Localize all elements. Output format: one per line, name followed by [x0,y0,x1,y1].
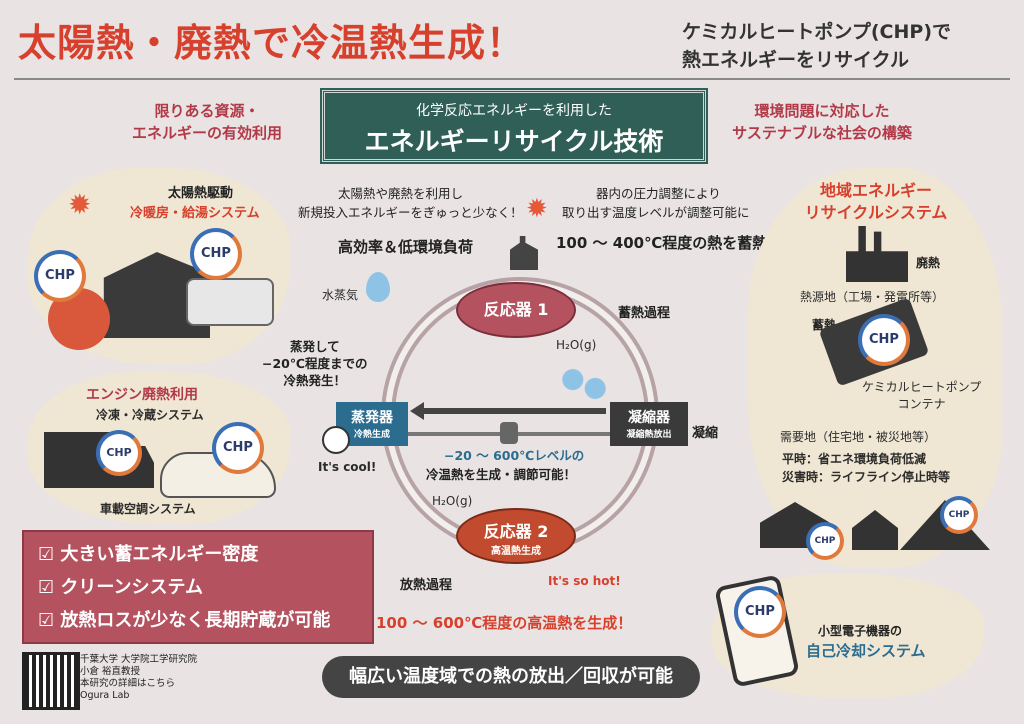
chp-icon: CHP [212,422,264,474]
feature-checklist: ☑ 大きい蓄エネルギー密度 ☑ クリーンシステム ☑ 放熱ロスが少なく長期貯蔵が… [22,530,374,644]
right-heading-line-2: サステナブルな社会の構築 [732,124,912,142]
sun-icon: ✹ [526,194,548,224]
engine-subtitle: 冷凍・冷蔵システム [96,408,204,422]
water-drop-icon [366,272,390,302]
chp-icon: CHP [190,228,242,280]
left-heading: 限りある資源・ エネルギーの有効利用 [112,100,302,144]
solar-line-2: 冷暖房・給湯システム [130,206,260,221]
condenser-label: 凝縮器 [628,410,670,426]
condenser-box: 凝縮器 凝縮熱放出 [610,402,688,446]
evaporation-note-line-1: 蒸発して [289,339,340,354]
footer-line-1: 千葉大学 大学院工学研究院 [80,654,198,665]
chp-icon: CHP [734,586,786,638]
factory-icon [510,236,538,270]
h2o-bottom-label: H₂O(g) [432,494,473,508]
evaporation-note-line-2: −20℃程度までの [262,356,368,371]
right-heading: 環境問題に対応した サステナブルな社会の構築 [722,100,922,144]
engine-title: エンジン廃熱利用 [86,387,198,403]
h2o-top-label: H₂O(g) [556,338,597,352]
page-title: 太陽熱・廃熱で冷温熱生成！ [18,21,526,65]
bottom-banner: 幅広い温度域での熱の放出／回収が可能 [322,656,700,698]
banner-line-2: エネルギーリサイクル技術 [364,127,664,156]
reactor-2: 反応器 2 高温熱生成 [456,508,576,564]
center-note-right-line-1: 器内の圧力調整により [596,186,721,201]
center-note-left-bold: 高効率＆低環境負荷 [338,238,474,256]
evaporator-sublabel: 冷熱生成 [353,430,390,440]
right-heading-line-1: 環境問題に対応した [754,102,890,120]
left-heading-line-2: エネルギーの有効利用 [131,124,282,142]
container-label-line-1: ケミカルヒートポンプ [862,380,982,394]
page-subtitle: ケミカルヒートポンプ(CHP)で 熱エネルギーをリサイクル [682,18,951,74]
flow-arrow-left [420,408,606,414]
footer-line-4: Ogura Lab [80,690,130,701]
header-divider [14,78,1010,80]
demand-site-label: 需要地（住宅地・被災地等） [780,430,937,444]
high-heat-note: 100 ～ 600℃程度の高温熱を生成！ [376,614,633,632]
water-drops-icon [556,362,612,406]
regional-title-line-2: リサイクルシステム [804,203,948,222]
regional-title: 地域エネルギー リサイクルシステム [776,180,976,224]
storage-process-label: 蓄熱過程 [618,306,671,321]
left-heading-line-1: 限りある資源・ [154,102,260,120]
center-note-left: 太陽熱や廃熱を利用し 新規投入エネルギーをぎゅっと少なく！ [298,184,523,222]
chp-icon: CHP [806,522,844,560]
arrow-head-left [410,402,424,420]
face-icon [322,426,350,454]
qr-code[interactable] [22,652,80,710]
footer-line-2: 小倉 裕直教授 [80,666,141,677]
subtitle-line-1: ケミカルヒートポンプ(CHP)で [682,21,951,43]
its-hot-label: It's so hot! [548,574,621,588]
solar-line-1: 太陽熱駆動 [168,186,234,201]
center-range-note-line-1: −20 ～ 600℃レベルの [444,448,585,463]
footer-line-3: 本研究の詳細はこちら [80,678,176,689]
its-cool-label: It's cool! [318,460,377,474]
condense-label: 凝縮 [692,426,719,441]
sun-icon: ✹ [68,188,92,221]
checklist-item: ☑ 大きい蓄エネルギー密度 [38,544,259,565]
chp-icon: CHP [858,314,910,366]
checklist-item: ☑ クリーンシステム [38,577,203,598]
center-note-left-line-1: 太陽熱や廃熱を利用し [338,186,464,201]
reactor-2-label: 反応器 2 [483,522,549,541]
container-label-line-2: コンテナ [897,397,946,411]
regional-title-line-1: 地域エネルギー [819,181,932,200]
checklist-item: ☑ 放熱ロスが少なく長期貯蔵が可能 [38,610,331,631]
center-range-note: −20 ～ 600℃レベルの 冷温熱を生成・調節可能！ [426,446,584,484]
evaporation-note-line-3: 冷熱発生！ [283,373,347,388]
center-banner: 化学反応エネルギーを利用した エネルギーリサイクル技術 [320,88,708,164]
engine-caption: 車載空調システム [100,502,196,516]
subtitle-line-2: 熱エネルギーをリサイクル [682,49,910,71]
reactor-1: 反応器 1 [456,282,576,338]
center-note-right: 器内の圧力調整により 取り出す温度レベルが調整可能に [562,184,750,222]
chp-icon: CHP [34,250,86,302]
heat-source-label: 熱源地（工場・発電所等） [800,290,945,304]
normal-time-label: 平時：省エネ環境負荷低減 [782,452,927,466]
device-line-2: 自己冷却システム [806,642,926,660]
valve-icon[interactable] [500,422,518,444]
center-note-right-bold: 100 ～ 400℃程度の熱を蓄熱 [556,234,768,252]
disaster-time-label: 災害時：ライフライン停止時等 [782,470,951,484]
chp-icon: CHP [96,430,142,476]
center-note-right-line-2: 取り出す温度レベルが調整可能に [562,205,750,220]
reactor-2-sublabel: 高温熱生成 [491,546,541,557]
water-vapor-label: 水蒸気 [322,288,359,302]
footer-text: 千葉大学 大学院工学研究院 小倉 裕直教授 本研究の詳細はこちら Ogura L… [80,654,197,702]
container-label: ケミカルヒートポンプ コンテナ [862,378,981,412]
center-note-left-line-2: 新規投入エネルギーをぎゅっと少なく！ [298,205,523,220]
release-process-label: 放熱過程 [400,578,453,593]
chp-icon: CHP [940,496,978,534]
banner-line-1: 化学反応エネルギーを利用した [416,103,612,119]
device-line-1: 小型電子機器の [818,624,903,638]
air-conditioner-icon [186,278,274,326]
evaporator-label: 蒸発器 [351,410,393,426]
center-range-note-line-2: 冷温熱を生成・調節可能！ [426,467,577,482]
evaporation-note: 蒸発して −20℃程度までの 冷熱発生！ [262,338,368,389]
condenser-sublabel: 凝縮熱放出 [626,430,672,440]
waste-heat-label: 廃熱 [916,256,941,270]
